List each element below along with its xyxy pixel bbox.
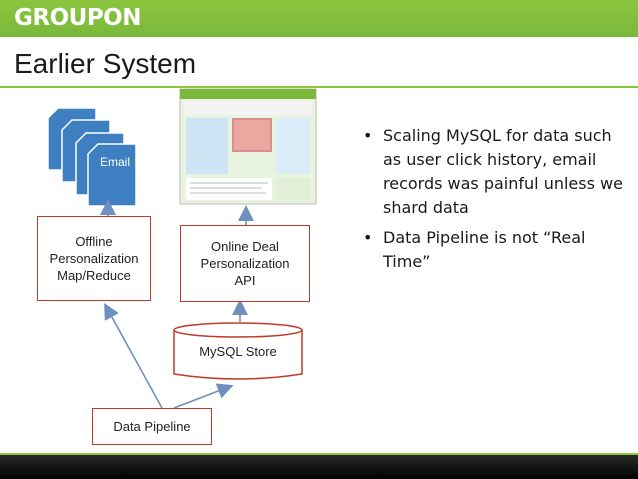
data-pipeline-label: Data Pipeline xyxy=(113,419,191,434)
online-personalization-api-box: Online Deal Personalization API xyxy=(180,225,310,302)
online-line-3: API xyxy=(234,273,256,288)
online-line-2: Personalization xyxy=(200,256,290,271)
bullet-text: Data Pipeline is not “Real Time” xyxy=(383,228,586,271)
header-bar: GROUPON xyxy=(0,0,638,37)
footer-accent xyxy=(0,453,638,456)
title-divider xyxy=(0,86,638,88)
offline-line-1: Offline xyxy=(75,234,113,249)
footer-bar xyxy=(0,455,638,479)
deal-webpage-thumbnail xyxy=(179,88,317,205)
slide-title: Earlier System xyxy=(14,48,197,79)
offline-personalization-box: Offline Personalization Map/Reduce xyxy=(37,216,151,301)
offline-line-2: Personalization xyxy=(49,251,139,266)
mysql-store-label: MySQL Store xyxy=(199,344,277,359)
bullet-list: • Scaling MySQL for data such as user cl… xyxy=(363,124,623,280)
bullet-item: • Data Pipeline is not “Real Time” xyxy=(363,226,623,274)
data-pipeline-box: Data Pipeline xyxy=(92,408,212,445)
online-line-1: Online Deal xyxy=(211,239,279,254)
flow-arrows xyxy=(100,199,254,409)
offline-line-3: Map/Reduce xyxy=(57,268,131,283)
email-label: Email xyxy=(99,155,130,169)
bullet-item: • Scaling MySQL for data such as user cl… xyxy=(363,124,623,220)
email-stack-icon xyxy=(47,107,137,207)
bullet-text: Scaling MySQL for data such as user clic… xyxy=(383,126,623,217)
groupon-logo: GROUPON xyxy=(14,5,141,31)
bullet-dot-icon: • xyxy=(363,228,373,247)
mysql-store-cylinder xyxy=(173,322,303,380)
bullet-dot-icon: • xyxy=(363,126,373,145)
